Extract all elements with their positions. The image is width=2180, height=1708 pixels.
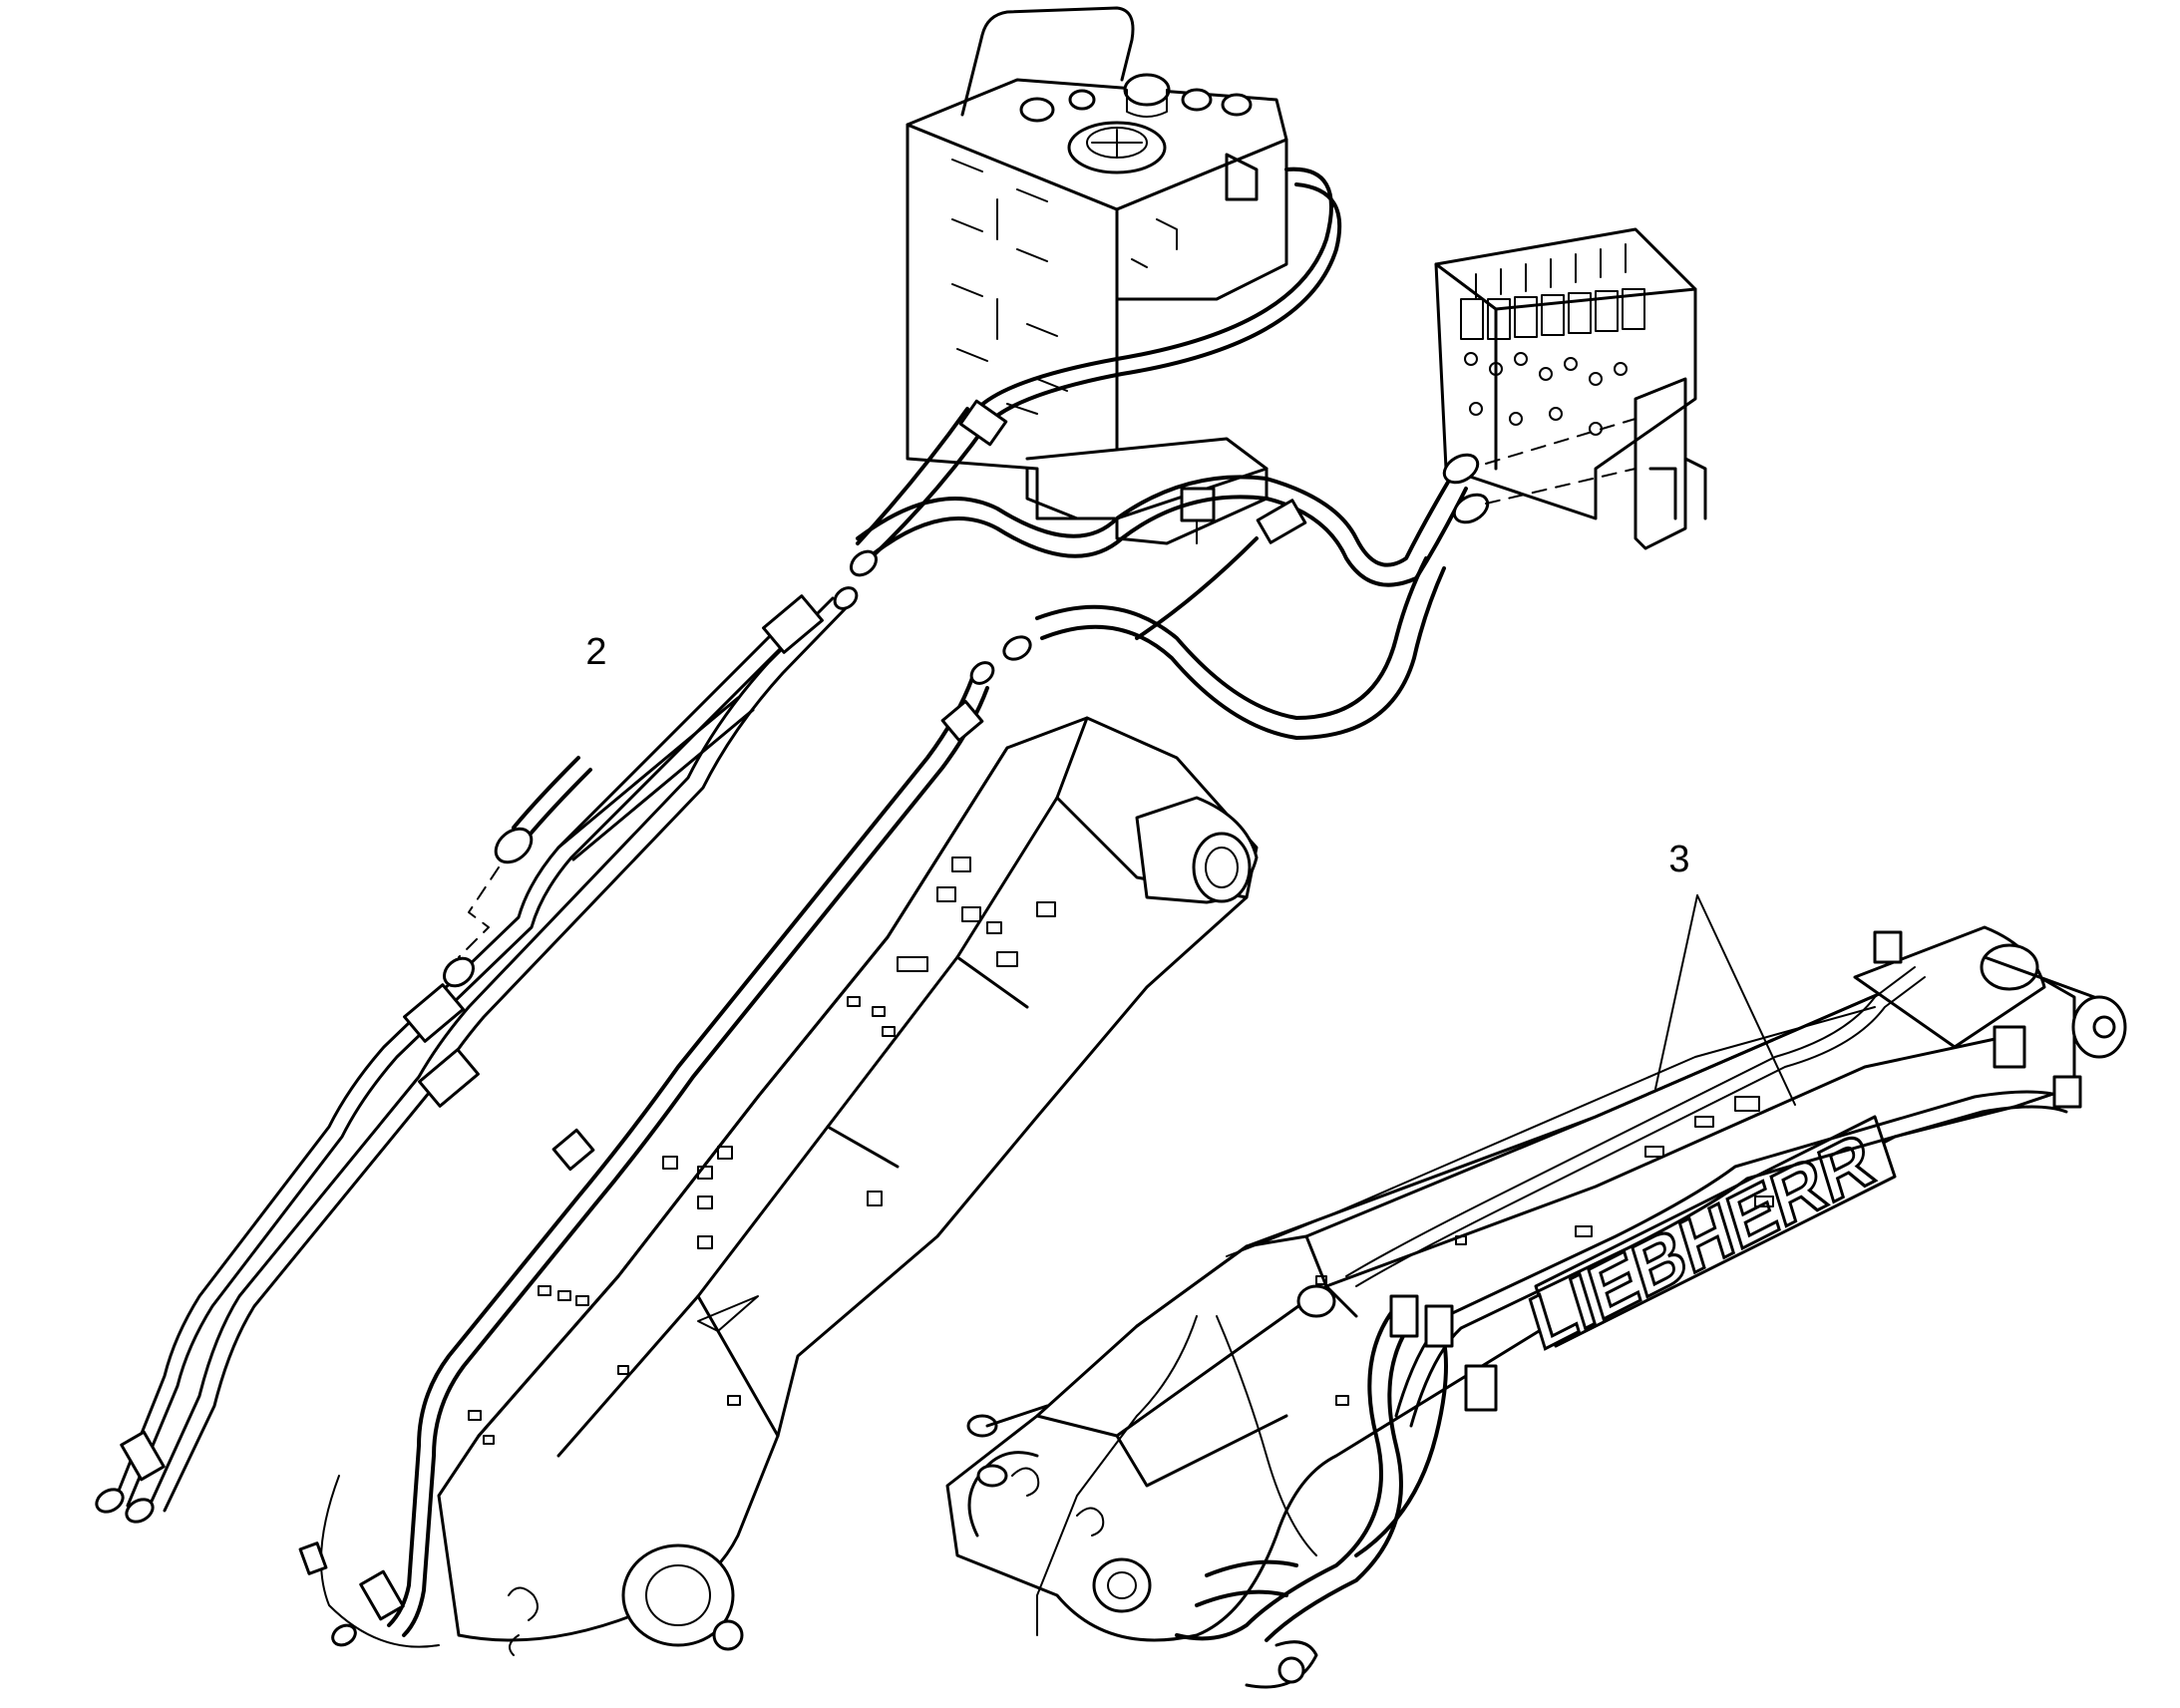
hose-line-group-2 — [95, 594, 848, 1524]
callout-3: 3 — [1654, 839, 1796, 1106]
hose-assemblies-main — [833, 167, 1636, 740]
hydraulic-tank — [906, 6, 1288, 545]
callout-2: 2 — [585, 631, 606, 673]
callout-label-3: 3 — [1668, 839, 1689, 880]
control-valve-block — [1434, 227, 1707, 550]
callout-label-2: 2 — [585, 631, 606, 673]
boom-left — [298, 661, 1259, 1656]
boom-right: LIEBHERR — [945, 925, 2127, 1689]
leader-line-3a — [1654, 894, 1698, 1090]
leader-line-3b — [1696, 894, 1796, 1106]
